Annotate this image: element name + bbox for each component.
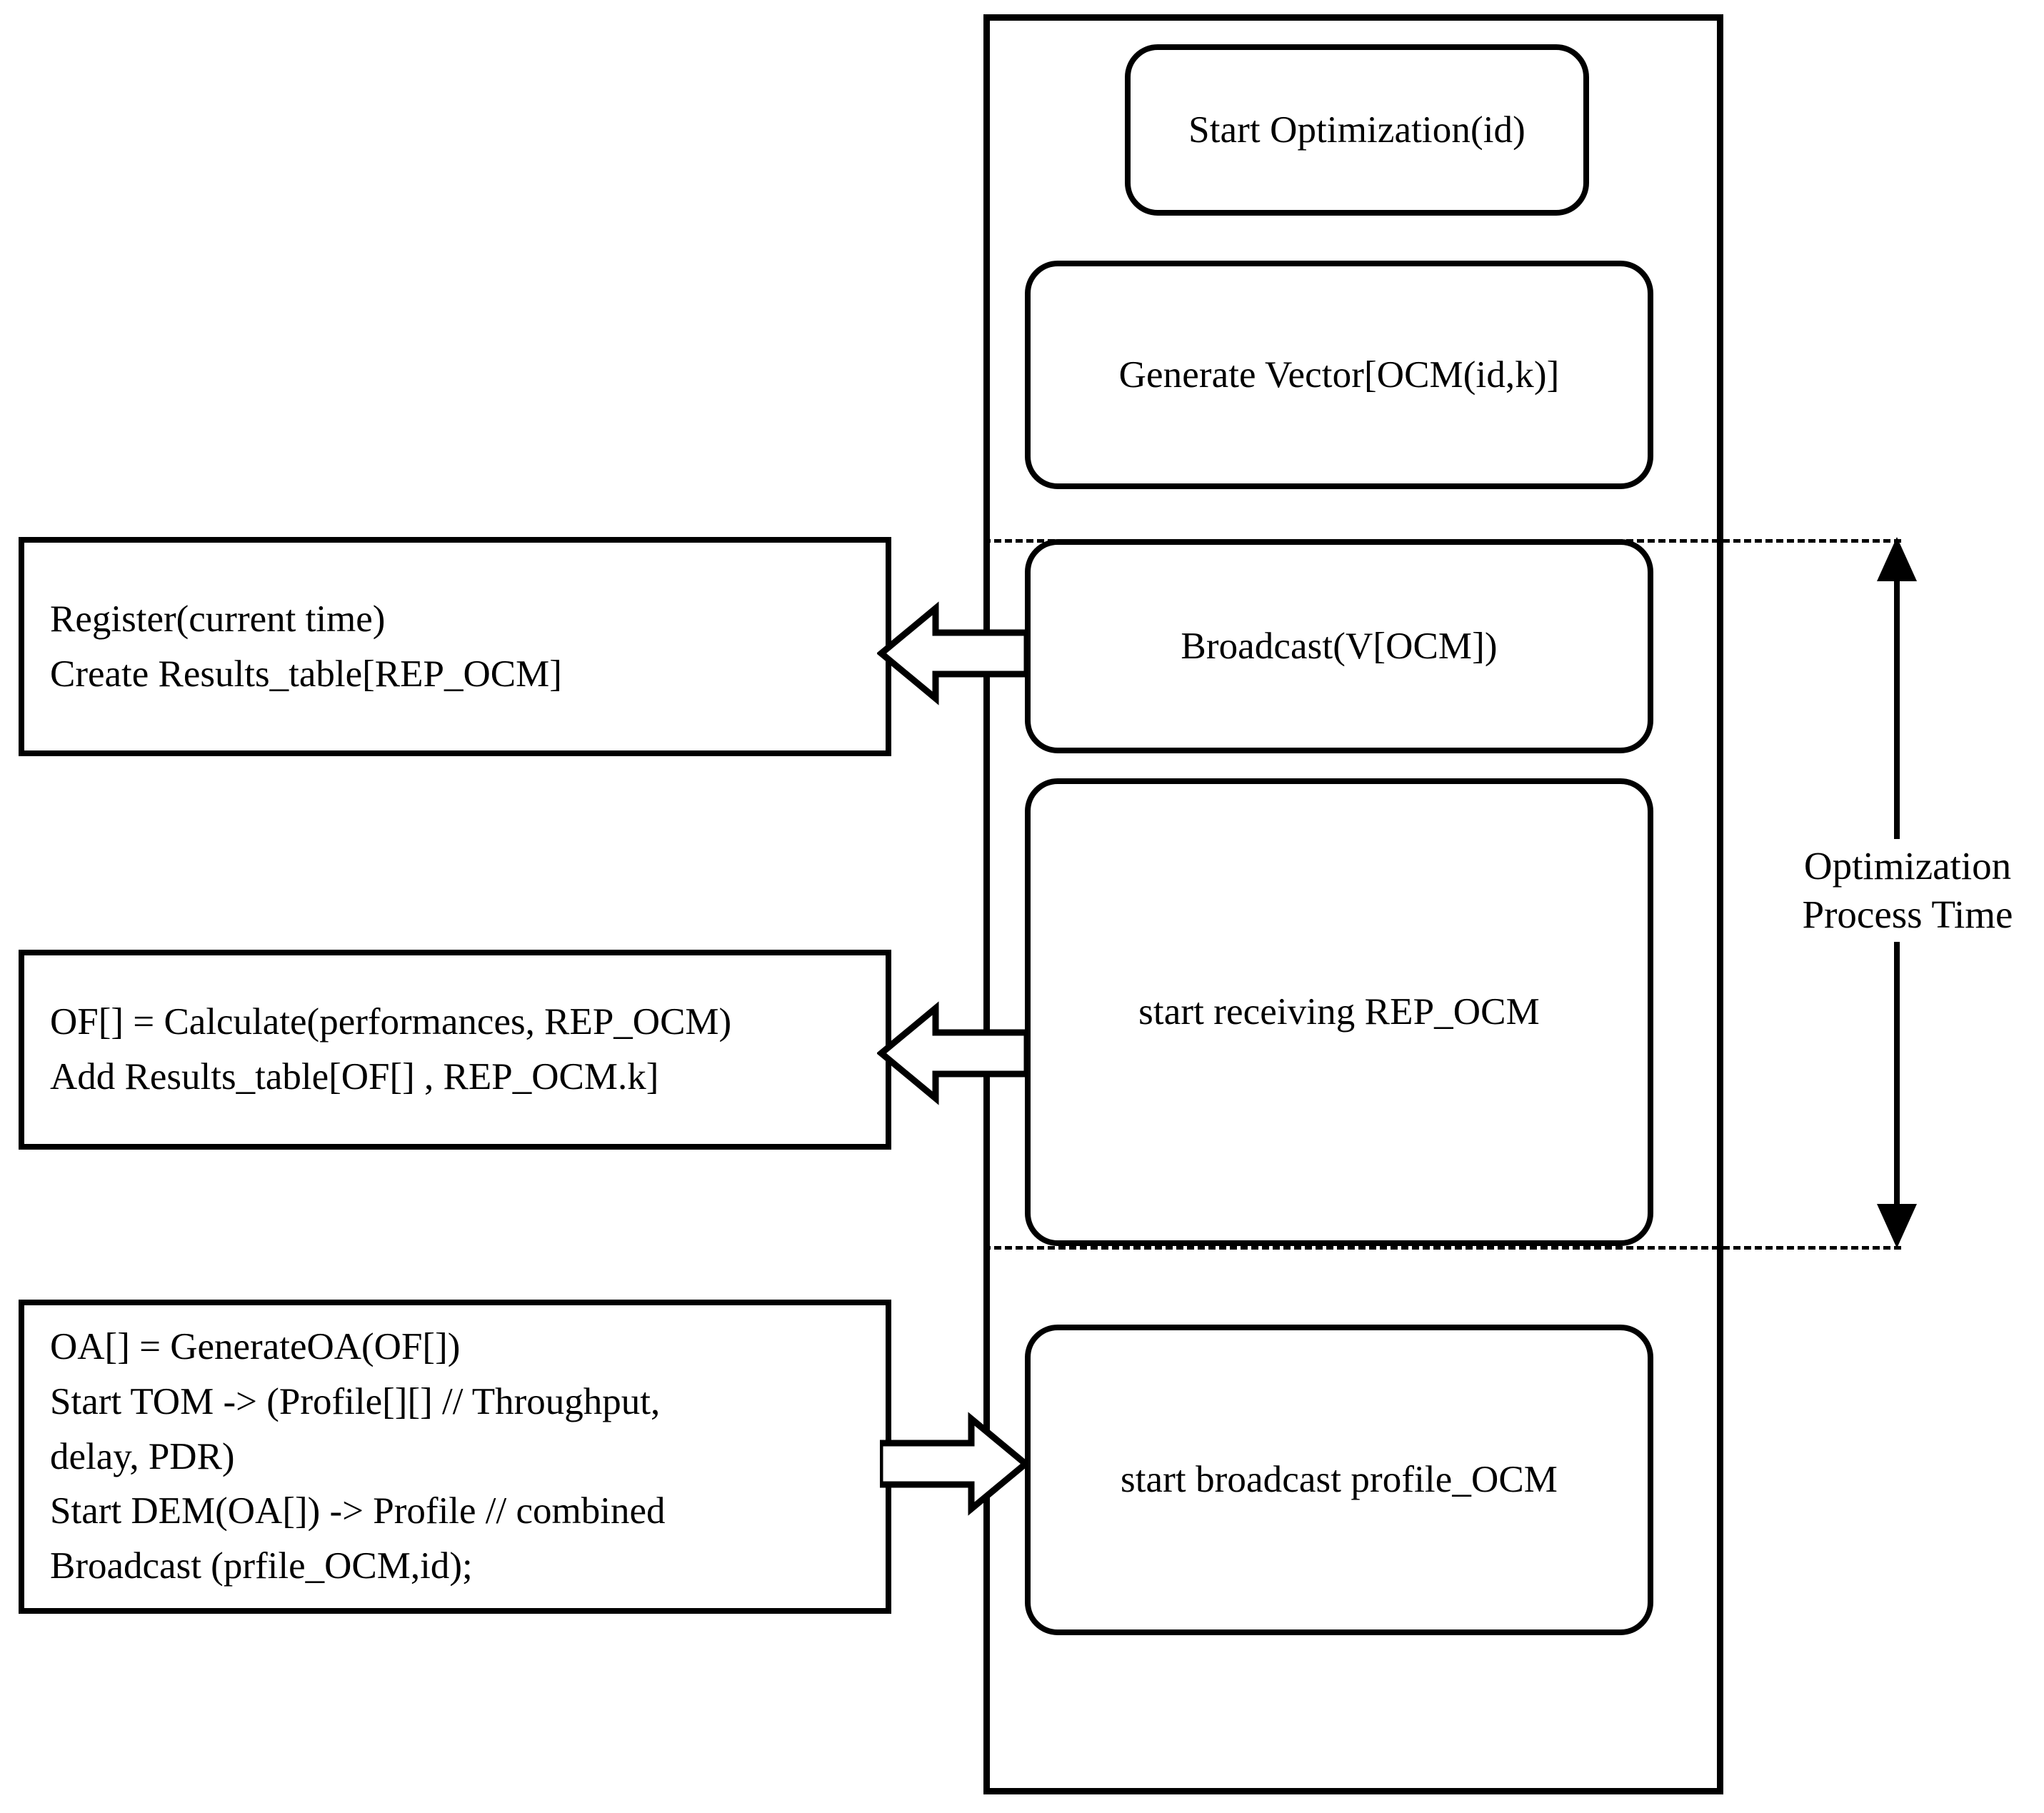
node-broadcast-vector[interactable]: Broadcast(V[OCM]) <box>1025 539 1653 753</box>
action-box-generate-oa-and-profile-label: OA[] = GenerateOA(OF[]) Start TOM -> (Pr… <box>50 1325 666 1587</box>
optimization-process-time-label: Optimization Process Time <box>1778 839 2037 943</box>
optimization-window-end-dashed-line <box>983 1246 1901 1250</box>
node-start-receiving-rep-ocm-label: start receiving REP_OCM <box>1138 991 1540 1033</box>
node-generate-vector[interactable]: Generate Vector[OCM(id,k)] <box>1025 261 1653 489</box>
block-arrow-right-icon <box>880 1412 1030 1516</box>
node-start-optimization-label: Start Optimization(id) <box>1188 109 1526 151</box>
node-start-broadcast-profile-label: start broadcast profile_OCM <box>1120 1459 1558 1501</box>
node-start-receiving-rep-ocm[interactable]: start receiving REP_OCM <box>1025 778 1653 1246</box>
action-box-register-create-results-table[interactable]: Register(current time) Create Results_ta… <box>19 537 891 756</box>
connector-profile-to-broadcast <box>880 1403 1030 1525</box>
action-box-calculate-objective-functions-label: OF[] = Calculate(performances, REP_OCM) … <box>50 1001 732 1098</box>
node-start-optimization[interactable]: Start Optimization(id) <box>1125 44 1589 216</box>
connector-receiving-to-calculate <box>877 993 1027 1114</box>
node-start-broadcast-profile[interactable]: start broadcast profile_OCM <box>1025 1325 1653 1635</box>
action-box-generate-oa-and-profile[interactable]: OA[] = GenerateOA(OF[]) Start TOM -> (Pr… <box>19 1300 891 1614</box>
node-broadcast-vector-label: Broadcast(V[OCM]) <box>1181 625 1498 667</box>
block-arrow-left-icon <box>877 1001 1027 1105</box>
optimization-node-container <box>983 14 1723 1794</box>
action-box-register-create-results-table-label: Register(current time) Create Results_ta… <box>50 598 562 695</box>
connector-broadcast-to-register <box>877 593 1027 714</box>
node-generate-vector-label: Generate Vector[OCM(id,k)] <box>1118 353 1560 396</box>
action-box-calculate-objective-functions[interactable]: OF[] = Calculate(performances, REP_OCM) … <box>19 950 891 1150</box>
block-arrow-left-icon <box>877 601 1027 705</box>
